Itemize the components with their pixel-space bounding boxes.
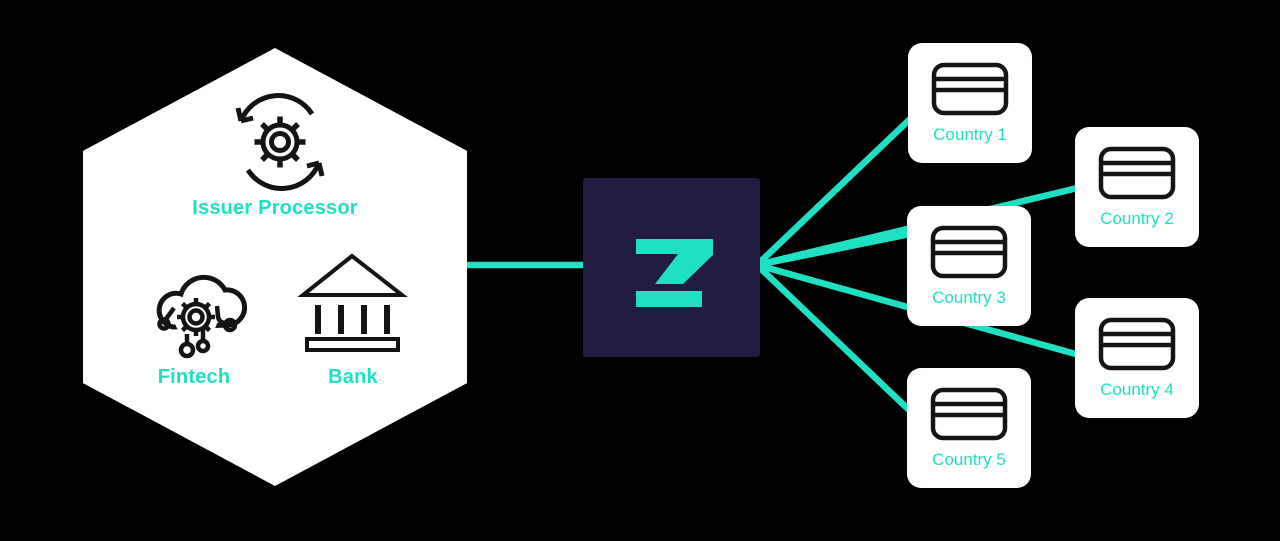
country-card-label: Country 3 xyxy=(932,287,1006,307)
credit-card-icon xyxy=(930,387,1008,440)
fintech-label: Fintech xyxy=(157,366,231,388)
issuer-processor-label: Issuer Processor xyxy=(192,197,358,219)
bank-label: Bank xyxy=(328,366,378,388)
country-card-label: Country 5 xyxy=(932,449,1006,469)
country-card-label: Country 2 xyxy=(1100,208,1174,228)
connector-hub-country-1 xyxy=(754,97,933,268)
country-card-1: Country 1 xyxy=(908,43,1032,163)
credit-card-icon xyxy=(1098,146,1176,199)
z-logo xyxy=(635,238,713,307)
country-card-4: Country 4 xyxy=(1075,298,1199,418)
country-card-label: Country 4 xyxy=(1100,379,1174,399)
z-hub xyxy=(583,178,760,357)
country-card-label: Country 1 xyxy=(933,124,1007,144)
connector-hub-country-3 xyxy=(756,226,931,269)
sync-gear-icon xyxy=(235,93,325,191)
credit-card-icon xyxy=(930,225,1008,278)
country-card-2: Country 2 xyxy=(1075,127,1199,247)
connector-hub-country-5 xyxy=(754,262,933,433)
issuer-hexagon: Issuer Processor xyxy=(83,48,467,486)
country-card-5: Country 5 xyxy=(907,368,1031,488)
bank-building-icon xyxy=(297,253,408,352)
cloud-circuit-gear-icon xyxy=(156,274,248,359)
country-card-3: Country 3 xyxy=(907,206,1031,326)
credit-card-icon xyxy=(931,62,1009,115)
credit-card-icon xyxy=(1098,317,1176,370)
